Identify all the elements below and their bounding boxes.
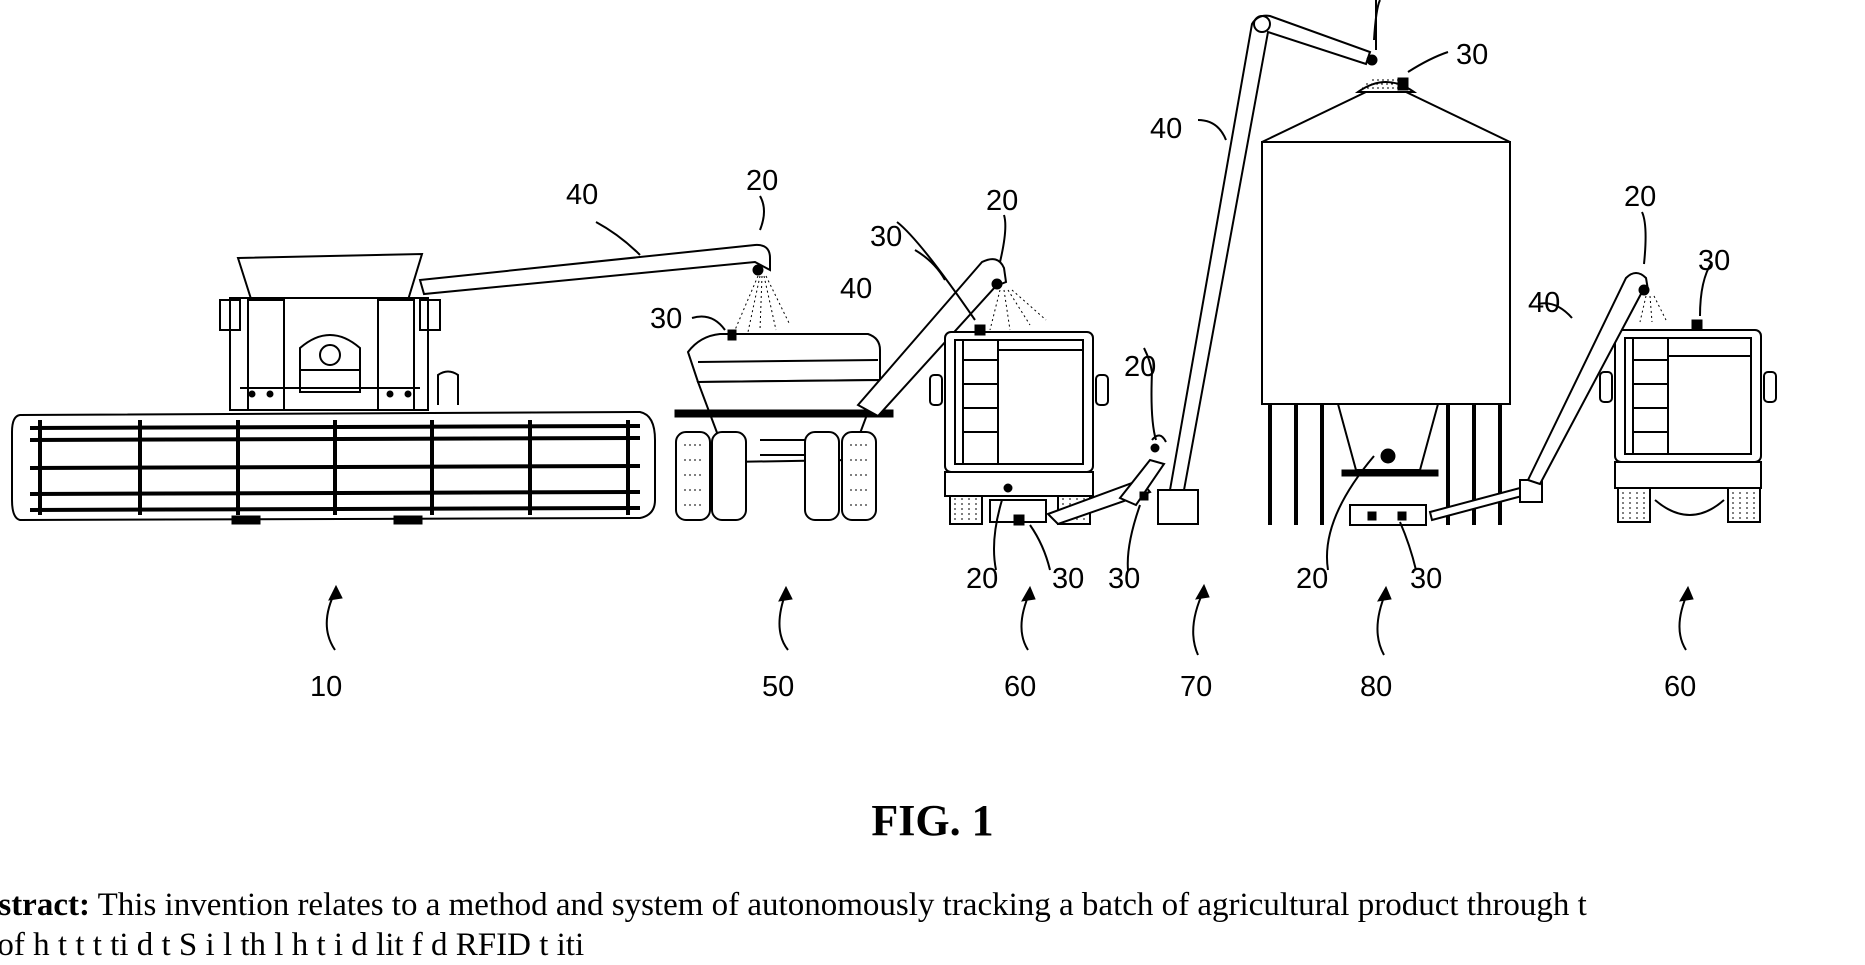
label-20-truck-bottom: 20 xyxy=(966,563,998,595)
figure-caption: FIG. 1 xyxy=(0,795,1865,846)
label-40-right: 40 xyxy=(1528,287,1560,319)
label-30-leg-bottom: 30 xyxy=(1108,563,1140,595)
abstract-second-line: t of h t t t ti d t S i l th l h t i d l… xyxy=(0,927,584,963)
label-20-auger: 20 xyxy=(1124,351,1156,383)
grain-truck-right xyxy=(1520,273,1776,650)
label-40-leg: 40 xyxy=(1150,113,1182,145)
abstract-label: bstract: xyxy=(0,887,90,923)
label-20-right: 20 xyxy=(1624,181,1656,213)
abstract-paragraph: bstract: This invention relates to a met… xyxy=(0,885,1865,965)
label-20-combine: 20 xyxy=(746,165,778,197)
leader-lines xyxy=(596,0,1712,570)
label-30-right: 30 xyxy=(1698,245,1730,277)
label-30-bin-top: 30 xyxy=(1456,39,1488,71)
abstract-text: This invention relates to a method and s… xyxy=(98,887,1587,923)
label-40-combine: 40 xyxy=(566,179,598,211)
label-30-bin-bottom: 30 xyxy=(1410,563,1442,595)
label-10: 10 xyxy=(310,671,342,703)
label-60-middle: 60 xyxy=(1004,671,1036,703)
label-50: 50 xyxy=(762,671,794,703)
label-30-truck-bottom: 30 xyxy=(1052,563,1084,595)
label-60-right: 60 xyxy=(1664,671,1696,703)
label-70: 70 xyxy=(1180,671,1212,703)
label-40-cart: 40 xyxy=(840,273,872,305)
label-20-bin-bottom: 20 xyxy=(1296,563,1328,595)
label-80: 80 xyxy=(1360,671,1392,703)
label-30-truck: 30 xyxy=(870,221,902,253)
label-30-cart: 30 xyxy=(650,303,682,335)
label-20-truck: 20 xyxy=(986,185,1018,217)
